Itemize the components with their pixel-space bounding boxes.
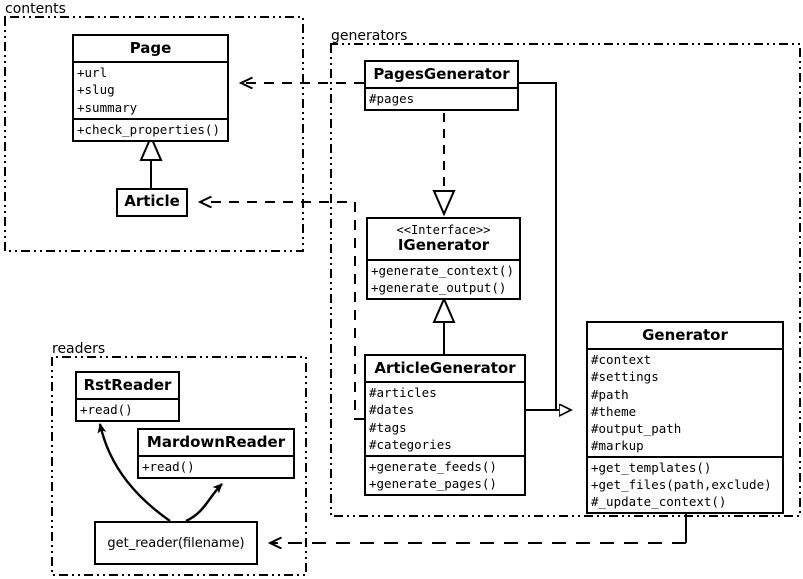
class-generator[interactable]: Generator #context #settings #path #them… [586,321,784,515]
function-get-reader-label: get_reader(filename) [107,535,245,551]
rel-articlegenerator-depends-article [201,202,364,420]
attribute: #output_path [591,420,682,436]
class-page-methods: +check_properties() [74,117,227,140]
class-pages-generator-title: PagesGenerator [373,65,510,83]
attribute: #tags [369,419,407,435]
method: +get_files(path,exclude) [591,477,772,493]
rel-articlegenerator-generalizes-igenerator [432,296,456,355]
class-igenerator-title: <<Interface>> IGenerator [368,219,519,259]
class-igenerator-name: IGenerator [397,236,490,255]
method: +get_templates() [591,460,712,475]
method: +read() [142,459,195,475]
package-label-generators: generators [331,28,408,44]
method: +generate_context() [371,262,514,278]
attribute: +summary [77,99,138,115]
class-pages-generator-attributes: #pages [366,87,517,109]
class-page-title: Page [129,39,172,57]
package-label-contents: contents [5,1,66,17]
class-mardown-reader[interactable]: MardownReader +read() [137,428,295,480]
attribute: #articles [369,385,437,401]
rel-getreader-creates-rstreader [97,423,171,522]
class-igenerator-stereotype: <<Interface>> [396,223,491,237]
class-article-title: Article [124,192,180,210]
class-page-attributes: +url +slug +summary [74,61,227,117]
class-rst-reader-title: RstReader [83,376,172,394]
attribute: #dates [369,402,415,418]
attribute: +slug [77,82,115,98]
class-article-generator[interactable]: ArticleGenerator #articles #dates #tags … [364,354,526,496]
method: +read() [80,402,133,418]
attribute: #markup [591,437,644,453]
class-article-generator-attributes: #articles #dates #tags #categories [366,381,524,455]
attribute: +url [77,65,108,81]
class-rst-reader-methods: +read() [77,398,178,420]
method: +check_properties() [77,121,220,137]
method: +generate_output() [371,279,507,295]
rel-pagesgenerator-realizes-igenerator [432,113,456,217]
package-frame-contents [4,16,304,252]
attribute: #theme [591,403,637,419]
class-mardown-reader-title: MardownReader [146,433,286,451]
attribute: #path [591,386,629,402]
class-generator-title: Generator [642,326,728,344]
method: +generate_pages() [369,475,497,491]
class-rst-reader[interactable]: RstReader +read() [75,371,180,423]
class-igenerator[interactable]: <<Interface>> IGenerator +generate_conte… [366,217,521,300]
class-article[interactable]: Article [116,188,188,217]
rel-pagesgenerator-generalizes-generator [519,82,570,410]
attribute: #settings [591,369,659,385]
rel-getreader-creates-mardownreader [185,483,223,523]
class-pages-generator[interactable]: PagesGenerator #pages [364,60,519,112]
attribute: #categories [369,436,452,452]
class-generator-attributes: #context #settings #path #theme #output_… [588,348,782,456]
class-page[interactable]: Page +url +slug +summary +check_properti… [72,34,229,142]
class-mardown-reader-methods: +read() [139,455,293,477]
class-article-generator-methods: +generate_feeds() +generate_pages() [366,454,524,494]
class-igenerator-methods: +generate_context() +generate_output() [368,258,519,298]
attribute: #context [591,352,652,368]
class-article-generator-title: ArticleGenerator [374,359,516,377]
class-generator-methods: +get_templates() +get_files(path,exclude… [588,456,782,512]
attribute: #pages [369,91,415,107]
package-label-readers: readers [52,341,106,357]
package-frame-generators [330,43,801,517]
package-frame-readers [51,356,307,576]
function-get-reader[interactable]: get_reader(filename) [94,521,258,565]
method: +generate_feeds() [369,458,497,474]
method: #_update_context() [591,494,727,510]
rel-article-generalizes-page [139,134,163,188]
